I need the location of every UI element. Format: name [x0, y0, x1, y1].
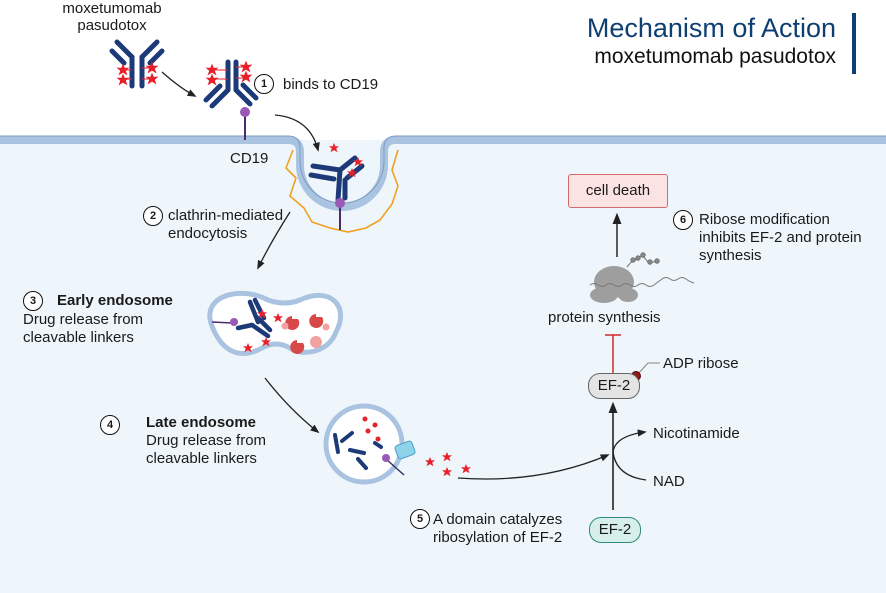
- step-5-line1: A domain catalyzes: [433, 511, 563, 528]
- title-accent-bar: [852, 13, 856, 74]
- step-3-badge: 3: [23, 291, 43, 311]
- step-6-line2: inhibits EF-2 and protein: [699, 229, 862, 246]
- translocon-channel: [394, 440, 416, 460]
- step-2-line2: endocytosis: [168, 225, 248, 242]
- title-subtitle: moxetumomab pasudotox: [594, 45, 836, 68]
- step-6-line1: Ribose modification: [699, 211, 830, 228]
- nad-label: NAD: [653, 473, 685, 490]
- step-5-line2: ribosylation of EF-2: [433, 529, 563, 546]
- step-4-badge: 4: [100, 415, 120, 435]
- ef2-pill: EF-2: [589, 517, 641, 543]
- cell-membrane: [0, 136, 886, 211]
- ribosome: [590, 266, 638, 303]
- step-3-line2: cleavable linkers: [23, 329, 134, 346]
- proteases: [285, 314, 324, 354]
- figure-title: Mechanism of Action moxetumomab pasudoto…: [587, 12, 836, 70]
- nicotinamide-label: Nicotinamide: [653, 425, 740, 442]
- step-2-badge: 2: [143, 206, 163, 226]
- title-main: Mechanism of Action: [586, 13, 836, 43]
- step-6-badge: 6: [673, 210, 693, 230]
- cd19-receptor: [240, 107, 250, 117]
- step-2-line1: clathrin-mediated: [168, 207, 284, 224]
- adp-ribose-label: ADP ribose: [663, 355, 739, 372]
- step-3-line1: Drug release from: [23, 311, 144, 328]
- step-4-line2: cleavable linkers: [146, 450, 257, 467]
- step-3-heading: Early endosome: [57, 292, 173, 309]
- free-antibody: [109, 39, 165, 89]
- protein-synthesis-label: protein synthesis: [548, 309, 661, 326]
- step-5-badge: 5: [410, 509, 430, 529]
- toxin-payloads: [117, 62, 158, 85]
- step-1-badge: 1: [254, 74, 274, 94]
- ef2-modified-pill: EF-2: [588, 373, 640, 399]
- step-6-line3: synthesis: [699, 247, 762, 264]
- drug-label: moxetumomab pasudotox: [62, 0, 162, 34]
- mrna-strand: [589, 277, 695, 287]
- early-endosome: [207, 290, 344, 356]
- step-4-line1: Drug release from: [146, 432, 267, 449]
- step-4-heading: Late endosome: [146, 414, 257, 431]
- cell-death-box: cell death: [568, 174, 668, 208]
- step-1-text: binds to CD19: [283, 76, 379, 93]
- cd19-label: CD19: [230, 150, 269, 167]
- binding-arrow: [161, 71, 197, 97]
